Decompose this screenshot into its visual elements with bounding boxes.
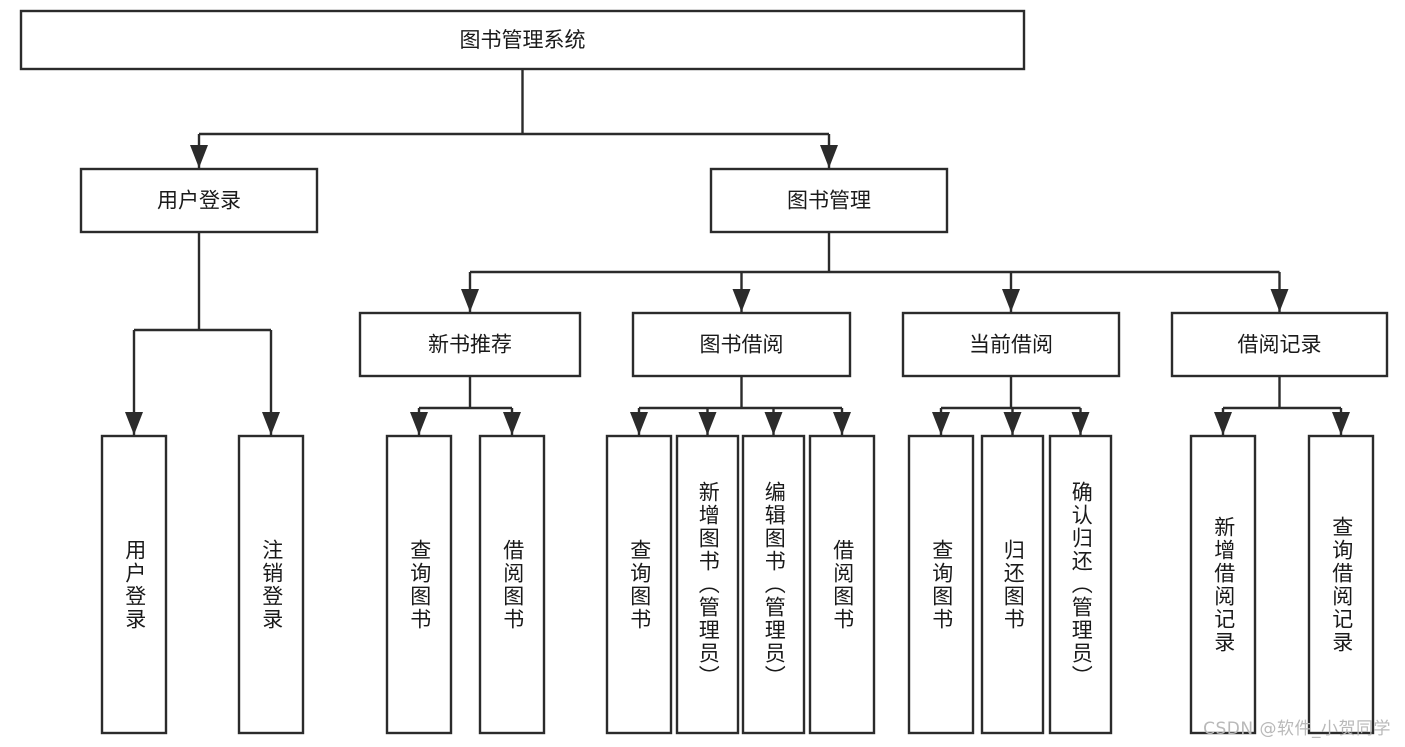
node-box-leaf-add-record[interactable] — [1189, 434, 1257, 735]
node-root[interactable]: 图书管理系统 — [19, 9, 1026, 71]
arrow-head-icon — [190, 145, 208, 168]
node-label-user-login: 用户登录 — [157, 189, 241, 213]
arrow-head-icon — [1214, 412, 1232, 435]
node-box-book-manage[interactable] — [709, 167, 949, 234]
arrow-head-icon — [932, 412, 950, 435]
arrow-head-icon — [764, 412, 783, 435]
node-book-manage[interactable]: 图书管理 — [709, 167, 949, 234]
node-current-borrow[interactable]: 当前借阅 — [901, 311, 1121, 378]
node-box-leaf-edit-book[interactable] — [741, 434, 806, 735]
node-box-leaf-return-book[interactable] — [980, 434, 1045, 735]
node-box-leaf-borrow-book-2[interactable] — [808, 434, 876, 735]
node-box-root[interactable] — [19, 9, 1026, 71]
node-leaf-add-book[interactable] — [675, 434, 740, 735]
node-box-user-login[interactable] — [79, 167, 319, 234]
node-box-borrow-record[interactable] — [1170, 311, 1389, 378]
arrow-head-icon — [1270, 289, 1289, 312]
edges-layer — [125, 69, 1350, 435]
arrow-head-icon — [503, 412, 521, 435]
node-label-current-borrow: 当前借阅 — [969, 333, 1053, 357]
node-box-leaf-query-record[interactable] — [1307, 434, 1375, 735]
node-box-leaf-user-login[interactable] — [100, 434, 168, 735]
node-label-new-book-rec: 新书推荐 — [428, 333, 512, 357]
node-user-login[interactable]: 用户登录 — [79, 167, 319, 234]
node-leaf-borrow-book-1[interactable] — [478, 434, 546, 735]
node-borrow-record[interactable]: 借阅记录 — [1170, 311, 1389, 378]
node-leaf-user-login[interactable] — [100, 434, 168, 735]
node-leaf-confirm-return[interactable] — [1048, 434, 1113, 735]
node-leaf-return-book[interactable] — [980, 434, 1045, 735]
node-label-root: 图书管理系统 — [460, 28, 586, 52]
node-label-book-manage: 图书管理 — [787, 189, 871, 213]
node-box-leaf-logout[interactable] — [237, 434, 305, 735]
arrow-head-icon — [698, 412, 717, 435]
arrow-head-icon — [732, 289, 751, 312]
arrow-head-icon — [262, 412, 280, 435]
node-leaf-query-record[interactable] — [1307, 434, 1375, 735]
node-box-new-book-rec[interactable] — [358, 311, 582, 378]
arrow-head-icon — [410, 412, 428, 435]
node-leaf-add-record[interactable] — [1189, 434, 1257, 735]
node-box-current-borrow[interactable] — [901, 311, 1121, 378]
node-box-leaf-confirm-return[interactable] — [1048, 434, 1113, 735]
node-leaf-query-book-3[interactable] — [907, 434, 975, 735]
arrow-head-icon — [1003, 412, 1022, 435]
node-leaf-edit-book[interactable] — [741, 434, 806, 735]
node-new-book-rec[interactable]: 新书推荐 — [358, 311, 582, 378]
node-leaf-borrow-book-2[interactable] — [808, 434, 876, 735]
node-book-borrow[interactable]: 图书借阅 — [631, 311, 852, 378]
arrow-head-icon — [1002, 289, 1020, 312]
node-leaf-logout[interactable] — [237, 434, 305, 735]
node-box-leaf-add-book[interactable] — [675, 434, 740, 735]
arrow-head-icon — [630, 412, 648, 435]
arrow-head-icon — [820, 145, 838, 168]
node-leaf-query-book-2[interactable] — [605, 434, 673, 735]
csdn-watermark: CSDN @软件_小贺同学 — [1203, 719, 1391, 739]
node-box-leaf-query-book-1[interactable] — [385, 434, 453, 735]
node-box-leaf-borrow-book-1[interactable] — [478, 434, 546, 735]
node-box-book-borrow[interactable] — [631, 311, 852, 378]
node-label-book-borrow: 图书借阅 — [700, 333, 784, 357]
node-label-borrow-record: 借阅记录 — [1238, 333, 1322, 357]
node-box-leaf-query-book-3[interactable] — [907, 434, 975, 735]
arrow-head-icon — [125, 412, 143, 435]
node-box-leaf-query-book-2[interactable] — [605, 434, 673, 735]
arrow-head-icon — [1071, 412, 1090, 435]
arrow-head-icon — [1332, 412, 1350, 435]
arrow-head-icon — [833, 412, 851, 435]
node-leaf-query-book-1[interactable] — [385, 434, 453, 735]
arrow-head-icon — [461, 289, 479, 312]
